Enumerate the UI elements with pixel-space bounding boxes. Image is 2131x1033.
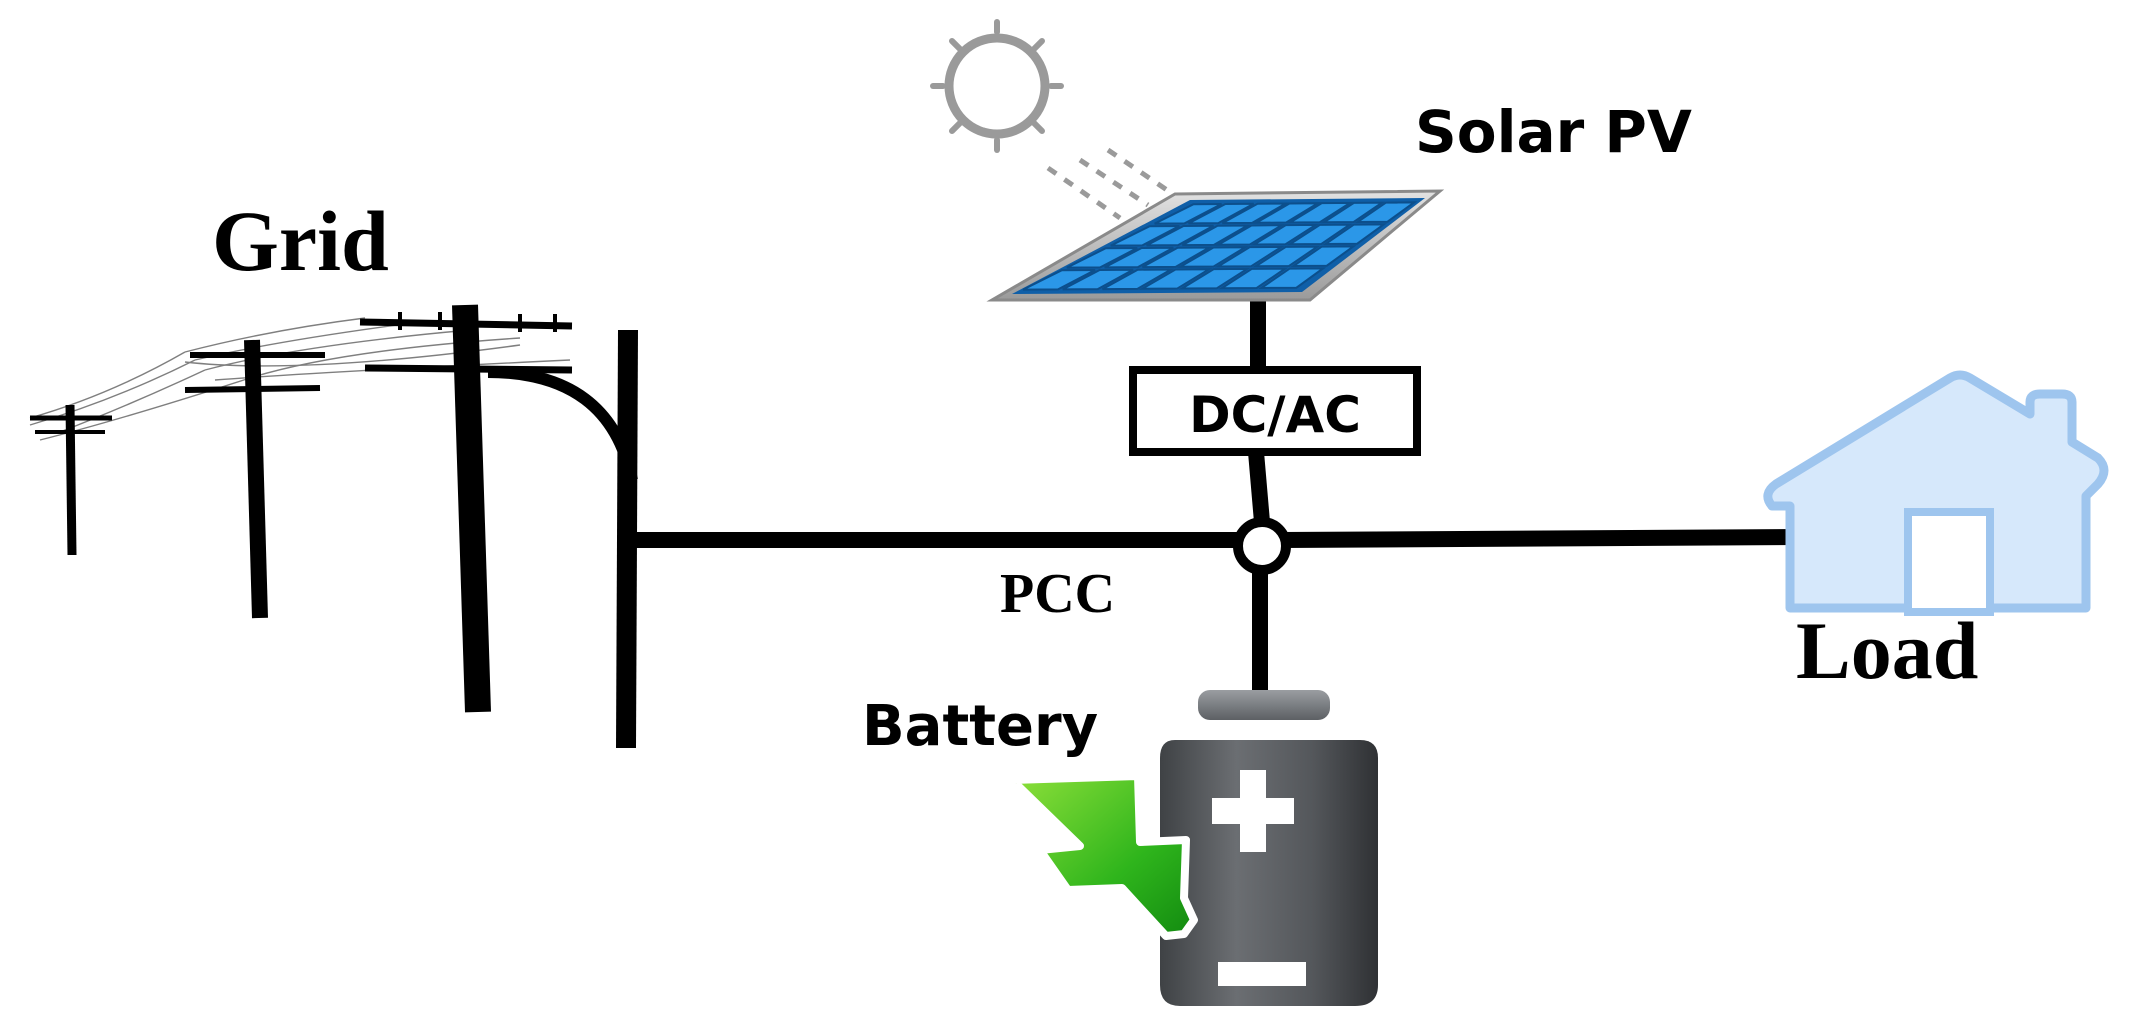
- pv-cell: [1286, 201, 1354, 224]
- pv-cell: [1221, 202, 1290, 225]
- grid-label: Grid: [212, 193, 389, 289]
- load-feeder-line: [1281, 529, 1801, 548]
- pv-cell: [1104, 246, 1174, 269]
- grid-poles-icon: [29, 304, 638, 713]
- battery-icon: [1160, 690, 1378, 1006]
- pv-cell: [1178, 267, 1251, 290]
- pv-cell: [1258, 267, 1327, 289]
- pv-cell: [1141, 246, 1214, 269]
- solar-panel-icon: [986, 189, 1445, 302]
- pv-cell: [1218, 267, 1289, 290]
- dc-ac-converter: DC/AC: [1129, 366, 1421, 456]
- pv-cell: [1138, 268, 1213, 290]
- sun-icon: [930, 19, 1172, 221]
- solar-pv-label: Solar PV: [1415, 98, 1692, 166]
- pv-cell: [1022, 269, 1096, 291]
- pcc-node: [1233, 517, 1291, 575]
- pcc-label: PCC: [1000, 563, 1115, 625]
- pv-cell: [1062, 268, 1134, 291]
- pv-cell: [1354, 201, 1418, 223]
- converter-to-pcc-line: [1248, 451, 1270, 523]
- pv-cell: [1154, 203, 1223, 225]
- load-label: Load: [1796, 605, 1978, 696]
- pv-cell: [1102, 268, 1175, 291]
- pv-cell: [1322, 223, 1388, 245]
- pv-cell: [1286, 223, 1354, 246]
- converter-label: DC/AC: [1189, 386, 1361, 444]
- pv-cell: [1188, 202, 1255, 225]
- pv-cell: [1252, 202, 1322, 224]
- plus-icon: [1212, 770, 1294, 852]
- pv-cell: [1181, 224, 1252, 247]
- pv-cell: [1214, 245, 1285, 268]
- pv-cell: [1066, 247, 1138, 269]
- battery-label: Battery: [862, 694, 1098, 759]
- pv-cell: [1320, 201, 1386, 224]
- pv-cell: [1176, 246, 1250, 268]
- house-icon: [1763, 370, 2109, 616]
- pv-cell: [1214, 224, 1286, 246]
- pv-cell: [1146, 224, 1214, 247]
- pv-cell: [1290, 245, 1357, 267]
- pv-cell: [1110, 225, 1180, 247]
- pv-cell: [1250, 223, 1320, 246]
- lightning-bolt-icon: [1008, 772, 1198, 940]
- grid-bus-post: [616, 329, 638, 749]
- pv-cell: [1252, 245, 1321, 268]
- minus-icon: [1218, 962, 1306, 986]
